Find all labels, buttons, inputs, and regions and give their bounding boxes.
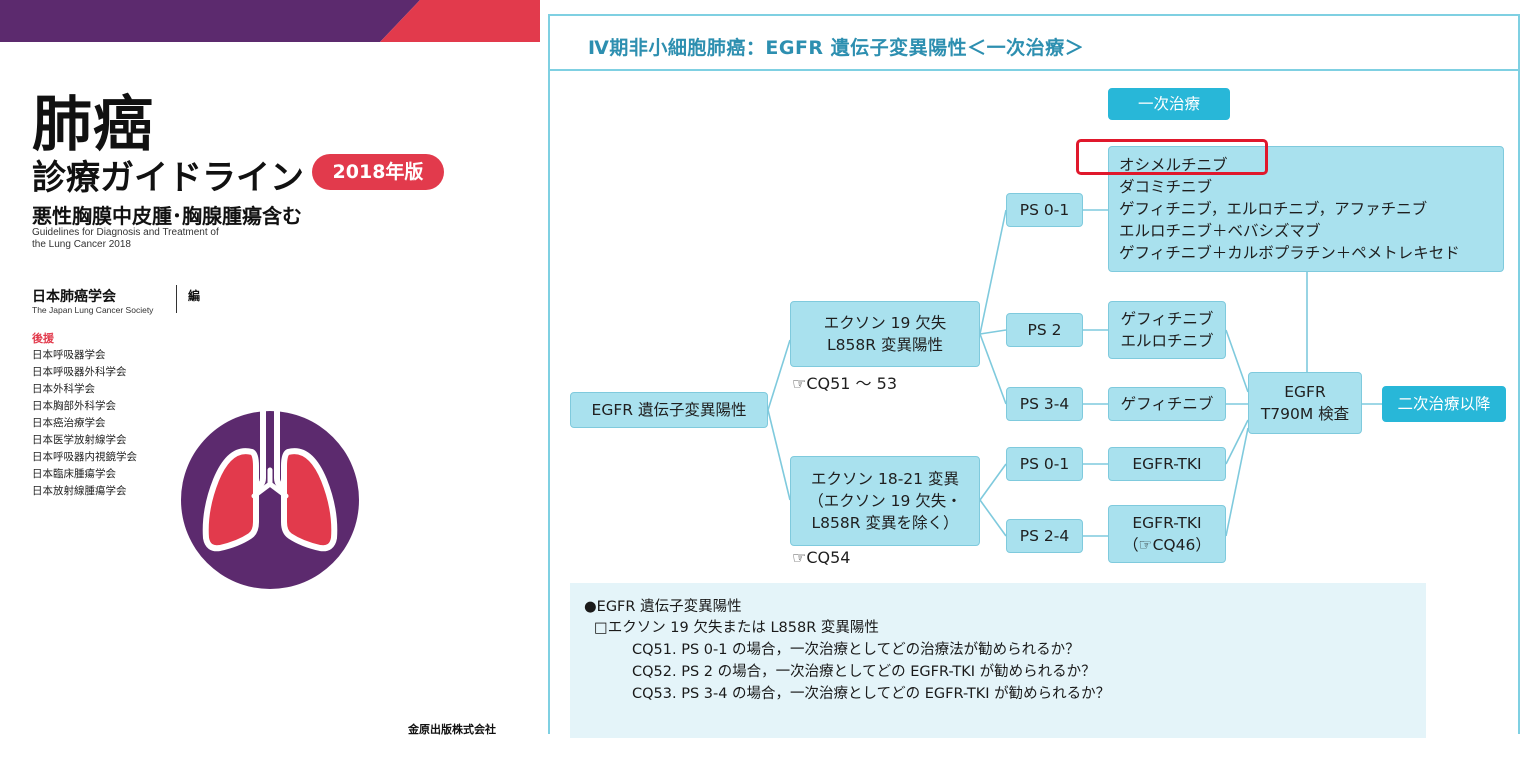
supporter-item: 日本放射線腫瘍学会	[32, 485, 127, 497]
supporter-item: 日本呼吸器内視鏡学会	[32, 451, 137, 463]
flowchart-page: Ⅳ期非小細胞肺癌：EGFR 遺伝子変異陽性＜一次治療＞	[548, 14, 1520, 738]
page-title: Ⅳ期非小細胞肺癌：EGFR 遺伝子変異陽性＜一次治療＞	[588, 37, 1085, 59]
supporter-item: 日本呼吸器学会	[32, 349, 106, 361]
lungs-icon	[181, 410, 359, 589]
treatment-ps34: ゲフィチニブ	[1108, 387, 1226, 421]
support-label: 後援	[32, 332, 54, 345]
branch-exon18-21: エクソン 18-21 変異 （エクソン 19 欠失・ L858R 変異を除く）	[790, 456, 980, 546]
supporter-item: 日本呼吸器外科学会	[32, 366, 127, 378]
branch-a-reference: ☞CQ51 〜 53	[792, 374, 898, 393]
supporter-list: 日本呼吸器学会 日本呼吸器外科学会 日本外科学会 日本胸部外科学会 日本癌治療学…	[32, 347, 137, 500]
ps-node-b-0-1: PS 0-1	[1006, 447, 1083, 481]
treatment-b-ps24: EGFR-TKI （☞CQ46）	[1108, 505, 1226, 563]
cover-title-sub: 診療ガイドライン	[32, 158, 304, 198]
cover-english-title-1: Guidelines for Diagnosis and Treatment o…	[32, 227, 219, 238]
cover-title-main: 肺癌	[32, 90, 154, 160]
editor-organization-en: The Japan Lung Cancer Society	[32, 305, 154, 315]
ps-node-a-0-1: PS 0-1	[1006, 193, 1083, 227]
treatment-ps01-list: オシメルチニブ ダコミチニブ ゲフィチニブ，エルロチニブ，アファチニブ エルロチ…	[1108, 146, 1504, 272]
editor-divider	[176, 285, 177, 313]
root-node-egfr-positive: EGFR 遺伝子変異陽性	[570, 392, 768, 428]
supporter-item: 日本医学放射線学会	[32, 434, 127, 446]
ps-node-b-2-4: PS 2-4	[1006, 519, 1083, 553]
cover-english-title-2: the Lung Cancer 2018	[32, 239, 131, 250]
ps-node-a-3-4: PS 3-4	[1006, 387, 1083, 421]
title-divider	[550, 69, 1518, 71]
notes-item: CQ52. PS 2 の場合，一次治療としてどの EGFR-TKI が勧められる…	[632, 664, 1096, 680]
second-line-node: 二次治療以降	[1382, 386, 1506, 422]
notes-panel: ●EGFR 遺伝子変異陽性 □エクソン 19 欠失または L858R 変異陽性 …	[570, 583, 1426, 738]
publisher-name: 金原出版株式会社	[408, 723, 496, 736]
cover-top-band	[0, 0, 540, 42]
supporter-item: 日本癌治療学会	[32, 417, 106, 429]
cover-subtitle: 悪性胸膜中皮腫･胸腺腫瘍含む	[32, 204, 302, 228]
branch-b-reference: ☞CQ54	[792, 548, 851, 567]
book-cover: 肺癌 診療ガイドライン 2018年版 悪性胸膜中皮腫･胸腺腫瘍含む Guidel…	[0, 0, 540, 761]
branch-exon19-l858r: エクソン 19 欠失 L858R 変異陽性	[790, 301, 980, 367]
notes-heading: ●EGFR 遺伝子変異陽性	[584, 599, 742, 615]
supporter-item: 日本臨床腫瘍学会	[32, 468, 116, 480]
notes-item: CQ53. PS 3-4 の場合，一次治療としてどの EGFR-TKI が勧めら…	[632, 686, 1111, 702]
first-line-header: 一次治療	[1108, 88, 1230, 120]
ps-node-a-2: PS 2	[1006, 313, 1083, 347]
osimertinib-highlight	[1076, 139, 1268, 175]
t790m-test-node: EGFR T790M 検査	[1248, 372, 1362, 434]
treatment-ps2: ゲフィチニブ エルロチニブ	[1108, 301, 1226, 359]
notes-subheading: □エクソン 19 欠失または L858R 変異陽性	[594, 620, 879, 636]
edition-badge: 2018年版	[312, 154, 444, 190]
treatment-b-ps01: EGFR-TKI	[1108, 447, 1226, 481]
notes-item: CQ51. PS 0-1 の場合，一次治療としてどの治療法が勧められるか？	[632, 642, 1080, 658]
editor-organization: 日本肺癌学会	[32, 289, 116, 305]
supporter-item: 日本胸部外科学会	[32, 400, 116, 412]
supporter-item: 日本外科学会	[32, 383, 95, 395]
editor-mark: 編	[188, 289, 201, 303]
